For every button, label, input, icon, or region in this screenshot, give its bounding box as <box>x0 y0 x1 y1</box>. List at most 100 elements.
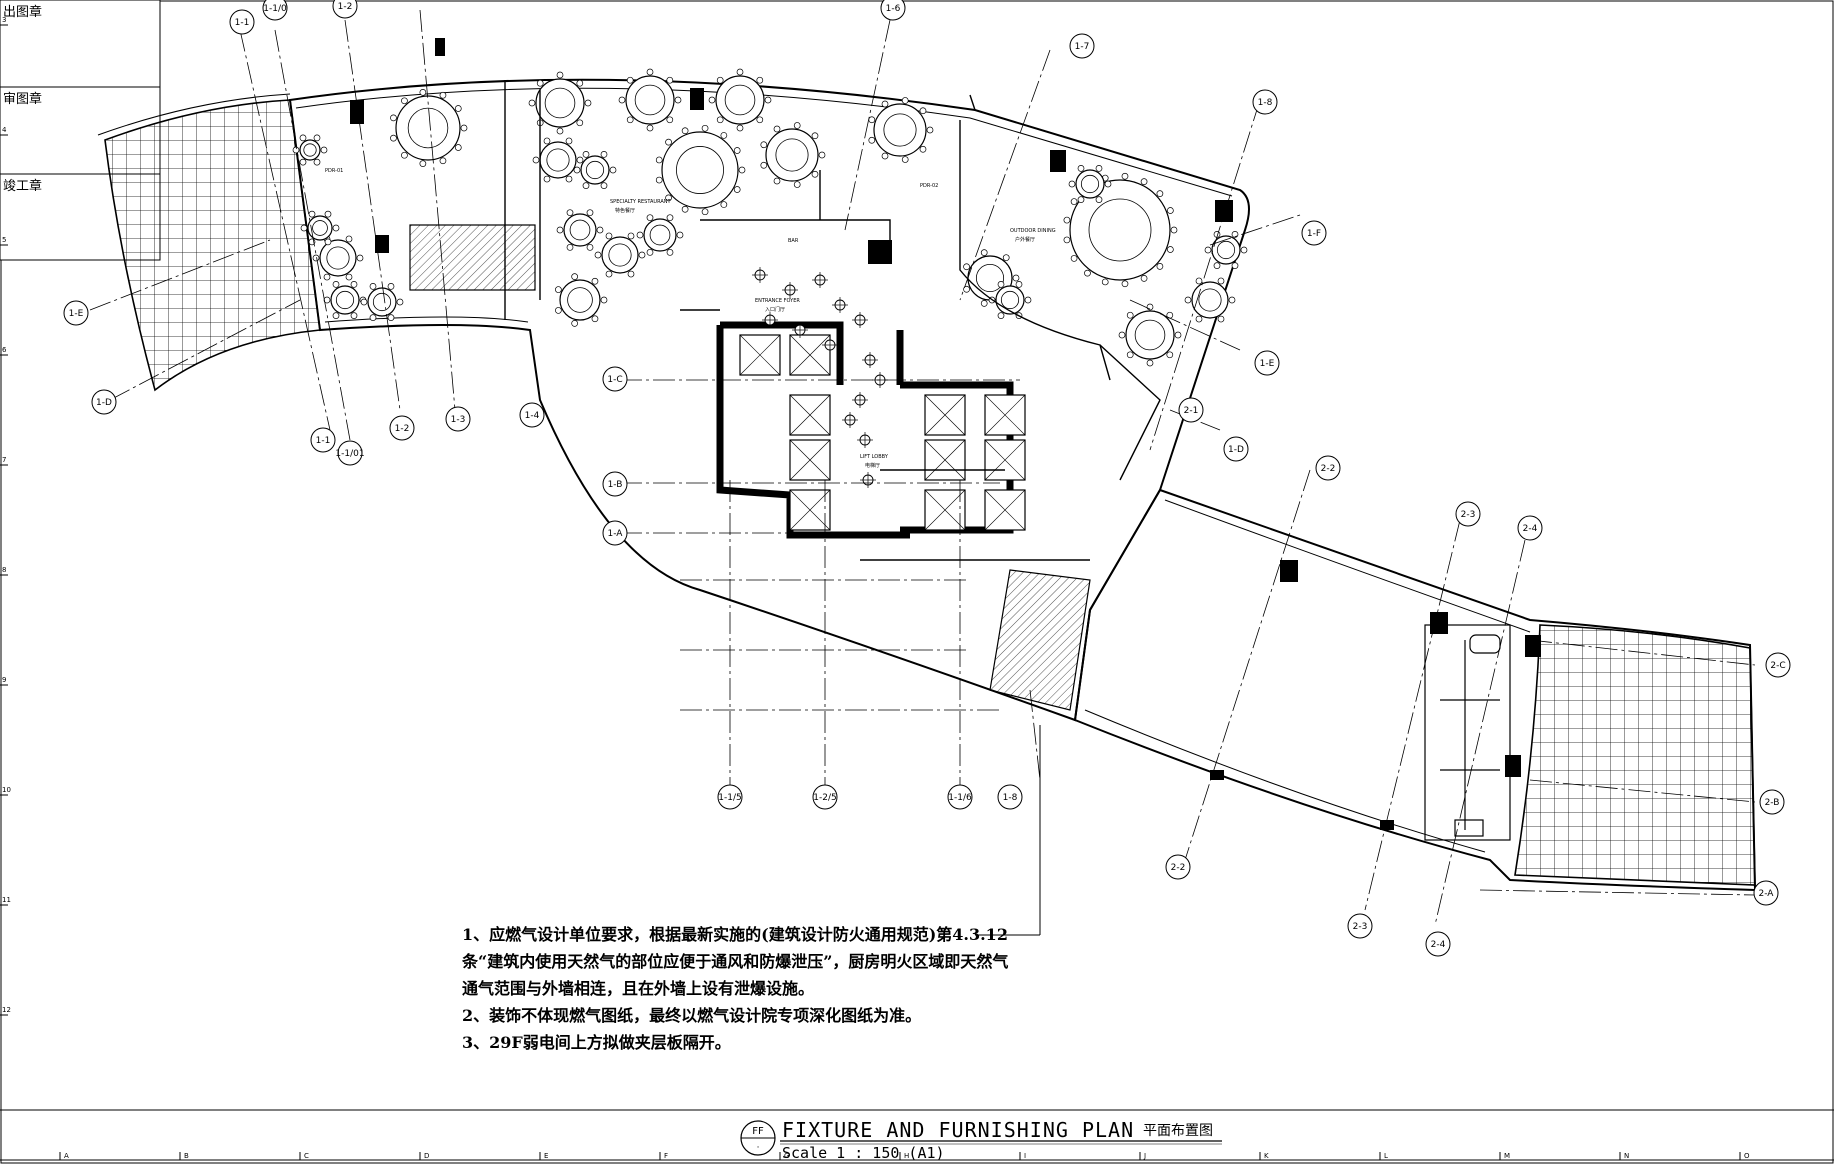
dining-table <box>655 124 746 216</box>
bottom-margin-tick-label: N <box>1624 1152 1629 1160</box>
note-line-5: 3、29F弱电间上方拟做夹层板隔开。 <box>462 1033 731 1052</box>
grid-bubble: 1-7 <box>1069 33 1095 59</box>
grid-bubble-label: 2-2 <box>1171 863 1186 873</box>
grid-bubble: 1-A <box>602 520 628 546</box>
left-margin-tick-label: 7 <box>2 456 6 464</box>
grid-bubble-label: 1-2/5 <box>813 793 836 803</box>
dining-table <box>573 151 617 189</box>
note-line-1: 1、应燃气设计单位要求，根据最新实施的(建筑设计防火通用规范)第4.3.12 <box>462 925 1008 944</box>
dining-table <box>300 210 340 246</box>
grid-bubble: 1-E <box>63 300 89 326</box>
grid-bubble: 1-F <box>1301 220 1327 246</box>
grid-lines <box>89 9 1756 926</box>
bottom-margin-tick-label: I <box>1024 1152 1026 1160</box>
grid-bubble: 1-B <box>602 471 628 497</box>
outdoor-dining-label: OUTDOOR DINING <box>1010 228 1056 234</box>
grid-bubble: 1-1 <box>229 9 255 35</box>
grid-bubble: 1-4 <box>519 402 545 428</box>
grid-bubble-label: 1-E <box>1260 359 1275 369</box>
interior-partitions <box>504 80 1161 561</box>
foyer-table <box>852 312 868 328</box>
foyer-table <box>860 472 876 488</box>
lift-shafts <box>739 334 1026 531</box>
grid-bubble-label: 1-1 <box>316 436 331 446</box>
grid-bubble-label: 2-B <box>1765 798 1780 808</box>
issue-stamp-label: 出图章 <box>3 4 42 20</box>
foyer-table <box>782 282 798 298</box>
review-stamp-label: 审图章 <box>3 91 42 107</box>
dining-table <box>1184 277 1236 323</box>
right-wing-fixture <box>1424 624 1511 841</box>
back-kitchen-hatch <box>989 569 1091 711</box>
bottom-margin-tick-label: M <box>1504 1152 1510 1160</box>
grid-bubble: 1-2 <box>332 0 358 19</box>
dining-table <box>868 97 934 163</box>
lift-car <box>924 489 966 531</box>
grid-bubble: 2-4 <box>1517 515 1543 541</box>
left-margin-tick-label: 5 <box>2 236 6 244</box>
dining-table <box>618 68 682 132</box>
grid-bubble-label: 2-C <box>1770 661 1785 671</box>
foyer-table <box>852 392 868 408</box>
grid-bubble-label: 1-6 <box>886 4 901 14</box>
grid-bubble: 1-1/6 <box>947 784 973 810</box>
lift-car <box>984 489 1026 531</box>
lift-lobby-label: LIFT LOBBY <box>860 454 889 460</box>
grid-bubble-label: 1-2 <box>338 2 353 12</box>
grid-bubble: 1-D <box>91 389 117 415</box>
grid-bubble: 2-2 <box>1315 455 1341 481</box>
outdoor-dining-cn-label: 户外餐厅 <box>1015 236 1035 243</box>
grid-bubble-label: 2-1 <box>1184 406 1199 416</box>
dining-table <box>555 273 608 327</box>
bar-label: BAR <box>788 238 799 244</box>
foyer-table <box>752 267 768 283</box>
grid-bubble: 2-2 <box>1165 854 1191 880</box>
left-margin-tick-label: 6 <box>2 346 7 354</box>
grid-bubble: 1-C <box>602 366 628 392</box>
grid-bubble: 2-B <box>1759 789 1785 815</box>
grid-bubble-label: 2-2 <box>1321 464 1336 474</box>
lift-car <box>789 334 831 376</box>
grid-bubble: 1-1/0 <box>262 0 288 21</box>
grid-bubble-label: 1-1 <box>235 18 250 28</box>
drawing-scale: Scale 1 : 150 (A1) <box>782 1144 945 1162</box>
lift-car <box>984 394 1026 436</box>
grid-bubble-label: 1-1/0 <box>263 4 287 14</box>
lift-lobby-cn-label: 电梯厅 <box>865 462 880 469</box>
lift-car <box>924 394 966 436</box>
bottom-margin-tick-label: J <box>1143 1152 1146 1160</box>
kitchen-hatch <box>409 224 536 291</box>
dining-table <box>636 214 684 256</box>
general-notes: 1、应燃气设计单位要求，根据最新实施的(建筑设计防火通用规范)第4.3.12 条… <box>461 925 1008 1052</box>
note-line-2: 条“建筑内使用天然气的部位应便于通风和防爆泄压”，厨房明火区域即天然气 <box>461 952 1008 971</box>
grid-bubble: 1-D <box>1223 436 1249 462</box>
note-line-4: 2、装饰不体现燃气图纸，最终以燃气设计院专项深化图纸为准。 <box>462 1006 921 1025</box>
foyer-table <box>812 272 828 288</box>
foyer-table <box>842 412 858 428</box>
left-margin-tick-label: 11 <box>2 896 11 904</box>
bottom-margin-tick-label: E <box>544 1152 548 1160</box>
foyer-table <box>822 337 838 353</box>
drawing-title-cn: 平面布置图 <box>1143 1123 1213 1139</box>
foyer-table <box>792 322 808 338</box>
grid-bubble: 2-C <box>1765 652 1791 678</box>
left-glass-canopy <box>97 93 321 392</box>
grid-bubble-label: 1-D <box>1228 445 1244 455</box>
grid-bubble: 2-3 <box>1455 501 1481 527</box>
grid-bubble-label: 1-4 <box>525 411 540 421</box>
entrance-foyer-label: ENTRANCE FOYER <box>755 298 800 304</box>
dining-table <box>1204 231 1248 269</box>
drawing-title-block: FF · FIXTURE AND FURNISHING PLAN 平面布置图 S… <box>740 1118 1222 1162</box>
specialty-restaurant-cn-label: 特色餐厅 <box>615 207 635 214</box>
bottom-margin-tick-label: F <box>664 1152 668 1160</box>
grid-bubble: 1-1/01 <box>335 440 365 466</box>
grid-bubble-label: 1-1/6 <box>948 793 972 803</box>
lift-car <box>789 439 831 481</box>
dining-table <box>323 281 367 319</box>
bottom-margin-tick-label: L <box>1384 1152 1388 1160</box>
grid-bubble-label: 2-4 <box>1523 524 1538 534</box>
left-margin-tick-label: 3 <box>2 16 6 24</box>
foyer-table <box>857 432 873 448</box>
grid-bubble-label: 1-8 <box>1003 793 1018 803</box>
